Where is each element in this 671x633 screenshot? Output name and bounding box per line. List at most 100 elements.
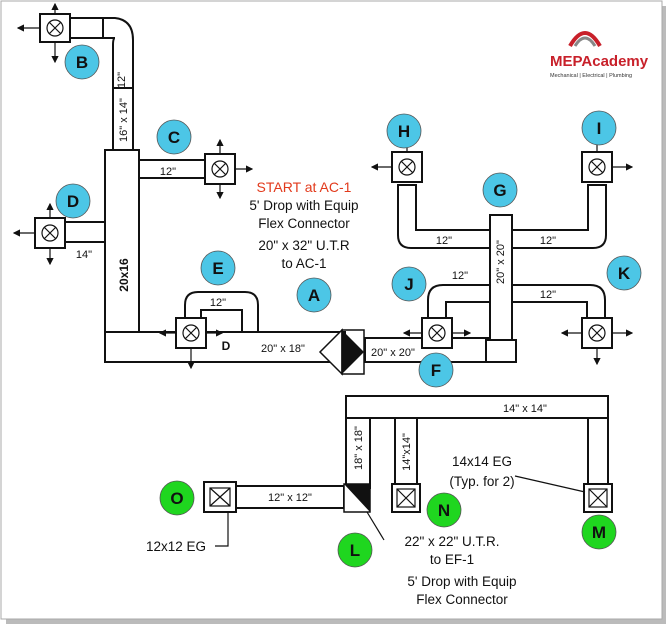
marker-f: F <box>418 352 454 388</box>
marker-d: D <box>55 183 91 219</box>
logo-arc-gray <box>573 36 597 47</box>
duct-riser-base <box>485 339 517 363</box>
leader-14x14 <box>514 475 586 493</box>
marker-label-e: E <box>212 259 223 278</box>
label-branch-h: 12" <box>436 235 452 247</box>
marker-label-c: C <box>168 128 180 147</box>
note-supply-5: to AC-1 <box>281 256 326 271</box>
label-return-18x18: 18" x 18" <box>353 426 365 470</box>
label-branch-i: 12" <box>540 235 556 247</box>
label-16x14: 16" x 14" <box>118 98 130 142</box>
label-branch-j: 12" <box>452 270 468 282</box>
marker-o: O <box>159 480 195 516</box>
marker-layer: B C D E A H I G J K F O N M L <box>55 44 642 568</box>
marker-circle-e <box>200 250 236 286</box>
note-return-4: Flex Connector <box>416 592 508 607</box>
marker-label-g: G <box>493 181 506 200</box>
logo-arc-red <box>568 31 602 48</box>
marker-b: B <box>64 44 100 80</box>
duct-branch-h <box>397 184 491 249</box>
note-eg-1: 14x14 EG <box>452 454 512 469</box>
marker-circle-g <box>482 172 518 208</box>
marker-circle-d <box>55 183 91 219</box>
marker-circle-i <box>581 110 617 146</box>
label-branch-e: 12" <box>210 297 226 309</box>
ac1-connector <box>341 329 365 375</box>
marker-label-d: D <box>67 192 79 211</box>
note-return-1: 22" x 22" U.T.R. <box>404 534 499 549</box>
note-start: START at AC-1 <box>257 179 352 195</box>
marker-g: G <box>482 172 518 208</box>
marker-e: E <box>200 250 236 286</box>
marker-label-a: A <box>308 286 320 305</box>
label-return-14x14: 14" x 14" <box>503 403 547 415</box>
marker-label-h: H <box>398 122 410 141</box>
label-riser-20x20: 20" x 20" <box>495 240 507 284</box>
logo-tagline: Mechanical | Electrical | Plumbing <box>550 73 632 79</box>
duct-branch-k <box>511 284 606 319</box>
marker-circle-k <box>606 255 642 291</box>
ac1-connector-right <box>342 330 364 374</box>
marker-n: N <box>426 492 462 528</box>
marker-a: A <box>296 277 332 313</box>
duct-branch-d <box>64 221 106 243</box>
marker-circle-b <box>64 44 100 80</box>
label-main-20x20: 20" x 20" <box>371 347 415 359</box>
label-main-vertical: 20x16 <box>117 258 131 292</box>
duct-main-20x18 <box>104 331 346 363</box>
marker-circle-l <box>337 532 373 568</box>
label-branch-c: 12" <box>160 166 176 178</box>
duct-branch-e <box>184 291 259 333</box>
label-d-tag: D <box>222 339 231 353</box>
marker-circle-n <box>426 492 462 528</box>
marker-m: M <box>581 514 617 550</box>
marker-circle-c <box>156 119 192 155</box>
marker-circle-f <box>418 352 454 388</box>
marker-h: H <box>386 113 422 149</box>
duct-main-vertical <box>104 149 140 341</box>
marker-label-f: F <box>431 361 441 380</box>
marker-label-o: O <box>170 489 183 508</box>
leader-ef1 <box>366 511 385 541</box>
label-branch-d: 14" <box>76 249 92 261</box>
note-return-2: to EF-1 <box>430 552 474 567</box>
note-eg-2: (Typ. for 2) <box>449 474 514 489</box>
marker-circle-j <box>391 266 427 302</box>
duct-branch-i <box>511 184 607 249</box>
marker-circle-h <box>386 113 422 149</box>
marker-label-i: I <box>597 119 602 138</box>
marker-l: L <box>337 532 373 568</box>
marker-label-l: L <box>350 541 360 560</box>
label-return-12x12: 12" x 12" <box>268 492 312 504</box>
label-main-20x18: 20" x 18" <box>261 343 305 355</box>
duct-return-right-drop <box>587 417 609 485</box>
label-return-14x14-vert: 14"x14" <box>401 433 413 471</box>
marker-circle-o <box>159 480 195 516</box>
leader-12x12 <box>215 512 229 547</box>
note-eg-left: 12x12 EG <box>146 539 206 554</box>
marker-c: C <box>156 119 192 155</box>
grille-b-x <box>46 19 64 37</box>
marker-i: I <box>581 110 617 146</box>
label-vert-12: 12" <box>116 72 128 88</box>
note-supply-3: Flex Connector <box>258 216 350 231</box>
marker-j: J <box>391 266 427 302</box>
note-supply-2: 5' Drop with Equip <box>249 198 358 213</box>
marker-label-n: N <box>438 501 450 520</box>
note-supply-4: 20" x 32" U.T.R <box>258 238 350 253</box>
marker-label-k: K <box>618 264 631 283</box>
marker-circle-a <box>296 277 332 313</box>
marker-label-j: J <box>404 275 413 294</box>
duct-branch-j <box>427 284 491 319</box>
mep-academy-logo: MEPAcademy Mechanical | Electrical | Plu… <box>550 31 649 79</box>
duct-return-14x14 <box>345 395 609 419</box>
marker-label-m: M <box>592 523 606 542</box>
marker-circle-m <box>581 514 617 550</box>
logo-name: MEPAcademy <box>550 53 649 70</box>
marker-k: K <box>606 255 642 291</box>
marker-label-b: B <box>76 53 88 72</box>
page-frame <box>0 0 663 620</box>
label-branch-k: 12" <box>540 289 556 301</box>
